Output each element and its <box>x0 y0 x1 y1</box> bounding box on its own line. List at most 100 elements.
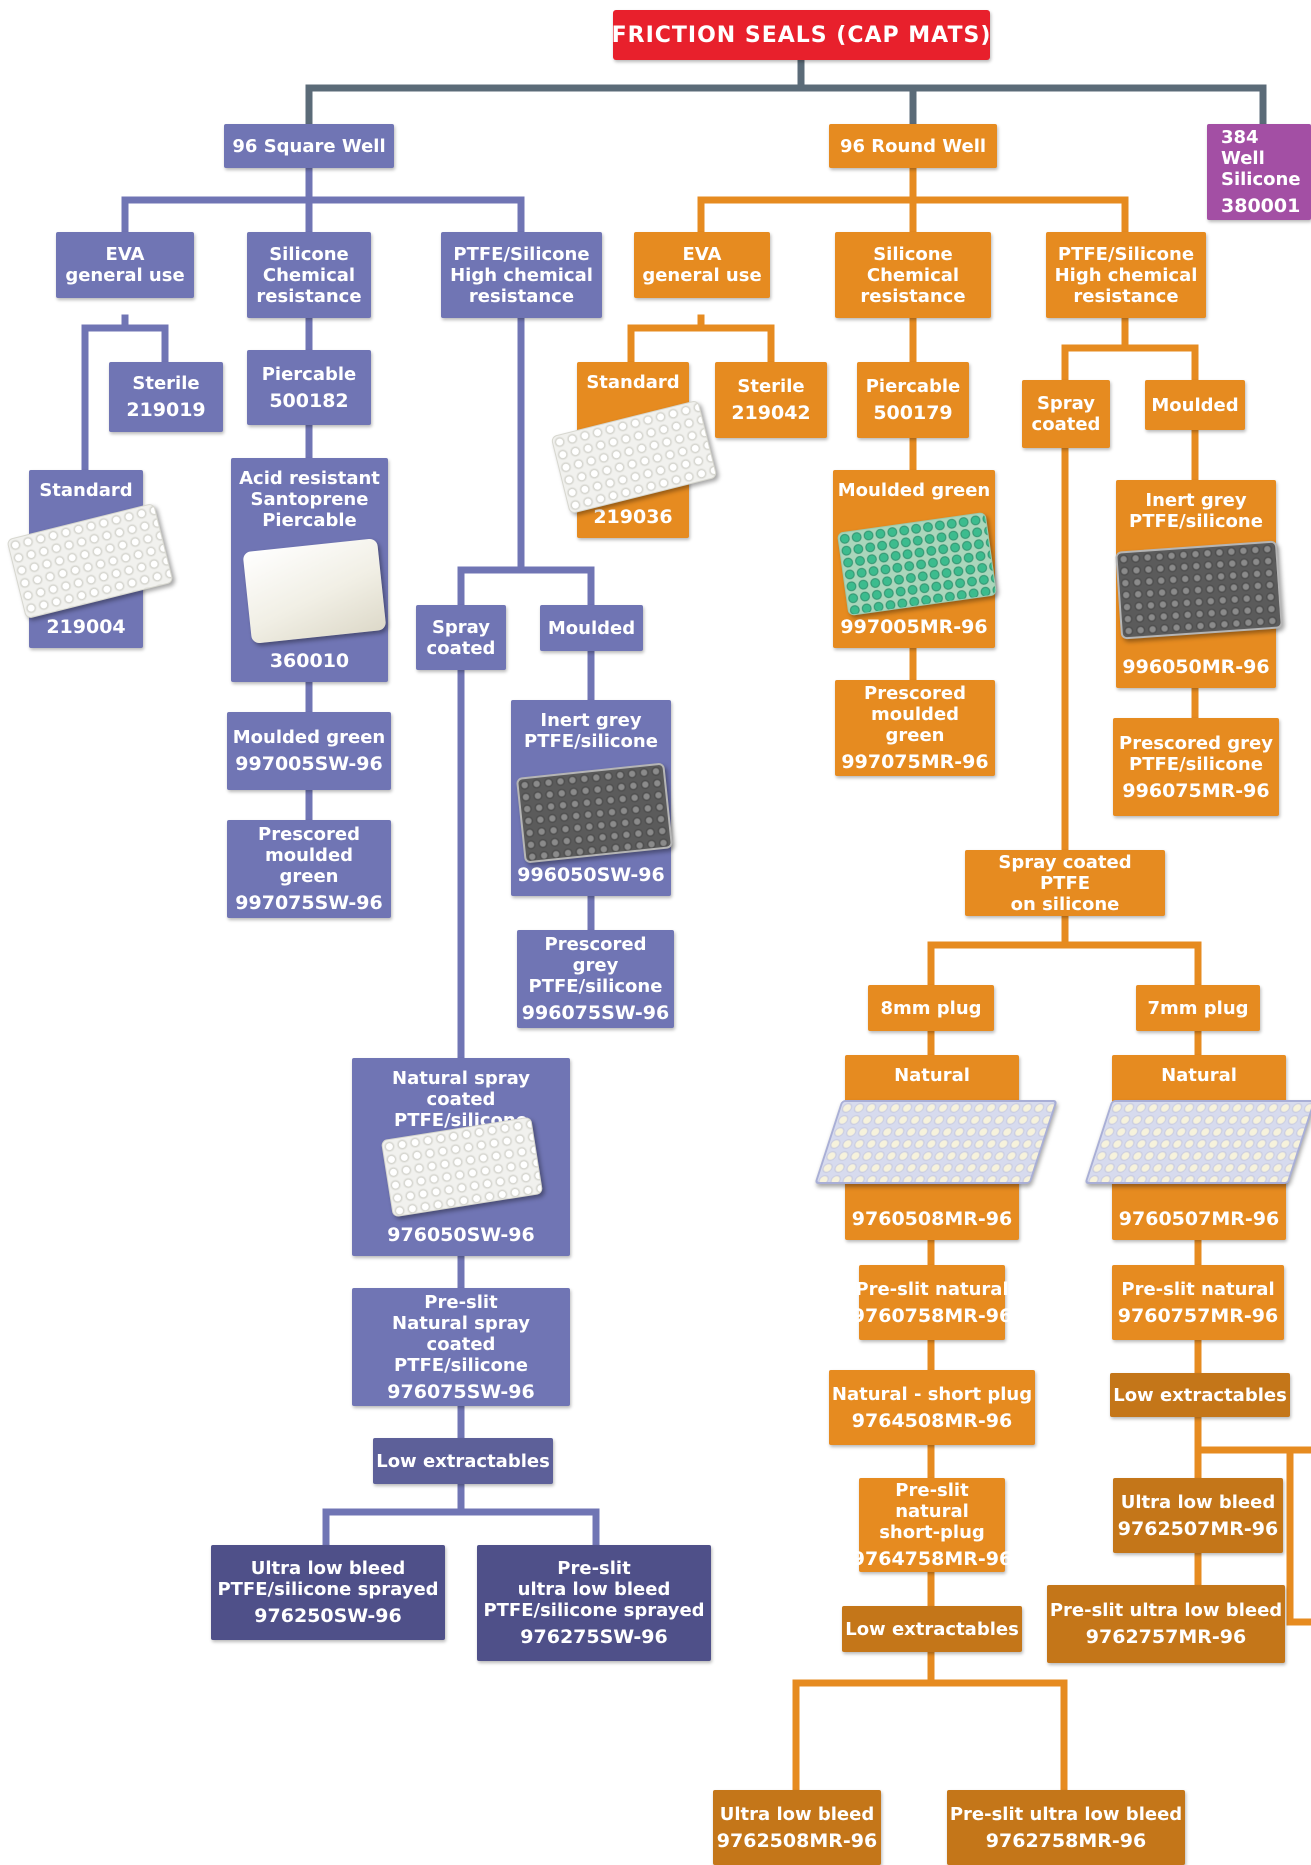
node-sq-low-extractables-label: Low extractables <box>376 1450 550 1472</box>
node-sq-natural-spray-label: Natural spray coated PTFE/silicone <box>392 1068 530 1131</box>
node-rd-eva-label: EVA general use <box>642 244 762 286</box>
node-sq-piercable: Piercable 500182 <box>247 350 371 425</box>
node-sq-ptfe: PTFE/Silicone High chemical resistance <box>441 232 602 318</box>
node-rd-7mm-ulb-code: 9762507MR-96 <box>1117 1517 1279 1540</box>
node-sq-ptfe-label: PTFE/Silicone High chemical resistance <box>450 243 593 307</box>
node-384-well: 384 Well Silicone 380001 <box>1207 124 1311 220</box>
node-384-well-code: 380001 <box>1221 195 1301 217</box>
node-sq-moulded-label: Moulded <box>547 617 636 639</box>
node-rd-8mm-preslit-label: Pre-slit natural <box>855 1278 1009 1300</box>
node-sq-moulded: Moulded <box>540 605 643 651</box>
node-sq-piercable-code: 500182 <box>269 389 349 412</box>
node-rd-moulded: Moulded <box>1145 380 1245 430</box>
node-sq-prescored-green-code: 997075SW-96 <box>235 892 383 914</box>
node-rd-8mm-short-code: 9764508MR-96 <box>851 1409 1013 1432</box>
node-rd-8mm-natural-label: Natural <box>894 1065 970 1086</box>
node-384-well-label: 384 Well Silicone <box>1221 127 1301 190</box>
node-rd-moulded-green-code: 997005MR-96 <box>840 616 988 638</box>
diagram-title: FRICTION SEALS (CAP MATS) <box>612 10 990 60</box>
node-sq-inert-grey-label: Inert grey PTFE/silicone <box>524 710 658 752</box>
node-rd-spray-coated: Spray coated <box>1022 380 1110 448</box>
node-sq-ulb-label: Ultra low bleed PTFE/silicone sprayed <box>217 1558 439 1600</box>
node-rd-eva: EVA general use <box>634 232 770 298</box>
node-rd-8mm-plug-label: 8mm plug <box>880 997 982 1019</box>
node-rd-8mm-preslit-short: Pre-slit natural short-plug 9764758MR-96 <box>852 1478 1012 1572</box>
node-sq-prescored-grey-code: 996075SW-96 <box>521 1002 670 1024</box>
node-rd-8mm-short: Natural - short plug 9764508MR-96 <box>829 1370 1035 1445</box>
node-sq-eva: EVA general use <box>56 232 194 298</box>
node-rd-prescored-grey: Prescored grey PTFE/silicone 996075MR-96 <box>1113 718 1279 816</box>
node-sq-preslit-ulb: Pre-slit ultra low bleed PTFE/silicone s… <box>477 1545 711 1661</box>
node-rd-eva-sterile-code: 219042 <box>731 402 811 424</box>
node-rd-eva-sterile: Sterile 219042 <box>715 362 827 438</box>
node-rd-7mm-plug-label: 7mm plug <box>1147 997 1249 1019</box>
node-96-square-well-label: 96 Square Well <box>232 135 386 157</box>
node-rd-piercable: Piercable 500179 <box>857 362 969 438</box>
node-rd-8mm-short-label: Natural - short plug <box>831 1383 1033 1405</box>
node-rd-prescored-green: Prescored moulded green 997075MR-96 <box>835 680 995 776</box>
node-sq-eva-sterile: Sterile 219019 <box>109 362 223 432</box>
node-rd-inert-grey-label: Inert grey PTFE/silicone <box>1129 490 1263 532</box>
node-rd-spray-ptfe-label: Spray coated PTFE on silicone <box>998 851 1132 915</box>
node-sq-silicone-label: Silicone Chemical resistance <box>256 243 362 307</box>
node-96-round-well: 96 Round Well <box>829 124 997 168</box>
node-96-square-well: 96 Square Well <box>224 124 394 168</box>
node-rd-silicone-label: Silicone Chemical resistance <box>860 243 966 307</box>
node-sq-eva-sterile-code: 219019 <box>126 399 206 421</box>
grey-cap-mat-image <box>1115 540 1283 640</box>
node-rd-moulded-label: Moulded <box>1151 394 1239 416</box>
node-sq-preslit-ulb-label: Pre-slit ultra low bleed PTFE/silicone s… <box>483 1558 705 1621</box>
node-rd-8mm-preslit-ulb-label: Pre-slit ultra low bleed <box>949 1803 1183 1825</box>
node-rd-piercable-code: 500179 <box>873 402 953 424</box>
node-rd-7mm-preslit-ulb: Pre-slit ultra low bleed 9762757MR-96 <box>1047 1585 1285 1663</box>
node-rd-spray-coated-label: Spray coated <box>1031 393 1101 435</box>
node-rd-8mm-ulb-code: 9762508MR-96 <box>716 1829 878 1852</box>
node-rd-8mm-ulb-label: Ultra low bleed <box>719 1803 875 1825</box>
node-sq-ulb-code: 976250SW-96 <box>254 1605 402 1627</box>
node-sq-ultra-low-bleed: Ultra low bleed PTFE/silicone sprayed 97… <box>211 1545 445 1640</box>
node-rd-eva-standard-code: 219036 <box>593 506 673 528</box>
node-rd-inert-grey-code: 996050MR-96 <box>1122 656 1270 678</box>
node-sq-acid-label: Acid resistant Santoprene Piercable <box>239 468 380 531</box>
node-sq-moulded-green: Moulded green 997005SW-96 <box>227 712 391 790</box>
node-sq-spray-coated: Spray coated <box>416 605 506 670</box>
node-sq-moulded-green-code: 997005SW-96 <box>235 753 383 775</box>
node-sq-piercable-label: Piercable <box>261 363 357 385</box>
node-sq-silicone: Silicone Chemical resistance <box>247 232 371 318</box>
node-rd-7mm-preslit-ulb-label: Pre-slit ultra low bleed <box>1049 1600 1283 1621</box>
node-sq-preslit-natural-code: 976075SW-96 <box>387 1380 535 1403</box>
node-sq-prescored-green: Prescored moulded green 997075SW-96 <box>227 820 391 918</box>
node-sq-eva-standard-code: 219004 <box>46 616 126 638</box>
node-rd-7mm-ulb: Ultra low bleed 9762507MR-96 <box>1113 1478 1283 1553</box>
node-rd-7mm-preslit-code: 9760757MR-96 <box>1117 1304 1279 1327</box>
node-sq-preslit-ulb-code: 976275SW-96 <box>520 1626 668 1648</box>
grey-cap-mat-image <box>515 762 674 864</box>
node-rd-8mm-plug: 8mm plug <box>868 985 994 1031</box>
node-rd-8mm-natural-code: 9760508MR-96 <box>851 1208 1013 1230</box>
node-sq-preslit-natural: Pre-slit Natural spray coated PTFE/silic… <box>352 1288 570 1406</box>
node-rd-prescored-grey-label: Prescored grey PTFE/silicone <box>1119 732 1273 775</box>
node-sq-acid-code: 360010 <box>269 650 350 672</box>
node-rd-spray-ptfe: Spray coated PTFE on silicone <box>965 850 1165 916</box>
node-rd-7mm-lowext-label: Low extractables <box>1113 1384 1287 1406</box>
node-rd-piercable-label: Piercable <box>865 376 961 397</box>
white-block-image <box>242 538 387 644</box>
node-rd-eva-sterile-label: Sterile <box>737 376 805 397</box>
node-96-round-well-label: 96 Round Well <box>839 135 987 157</box>
node-rd-7mm-low-extractables: Low extractables <box>1110 1373 1290 1417</box>
node-sq-inert-grey-code: 996050SW-96 <box>517 864 665 886</box>
node-sq-spray-coated-label: Spray coated <box>426 616 496 659</box>
node-rd-prescored-green-code: 997075MR-96 <box>841 751 989 773</box>
node-sq-moulded-green-label: Moulded green <box>232 727 386 748</box>
node-rd-prescored-green-label: Prescored moulded green <box>864 683 966 746</box>
node-sq-prescored-grey: Prescored grey PTFE/silicone 996075SW-96 <box>517 930 674 1028</box>
node-sq-prescored-grey-label: Prescored grey PTFE/silicone <box>528 934 663 997</box>
node-rd-8mm-preslit-ulb-code: 9762758MR-96 <box>985 1829 1147 1852</box>
node-sq-preslit-natural-label: Pre-slit Natural spray coated PTFE/silic… <box>392 1291 530 1376</box>
node-sq-natural-spray-code: 976050SW-96 <box>387 1224 535 1246</box>
node-sq-low-extractables: Low extractables <box>373 1438 553 1484</box>
node-rd-8mm-preslit-code: 9760758MR-96 <box>851 1304 1013 1327</box>
node-rd-eva-standard-label: Standard <box>586 372 680 393</box>
node-rd-7mm-plug: 7mm plug <box>1136 985 1260 1031</box>
